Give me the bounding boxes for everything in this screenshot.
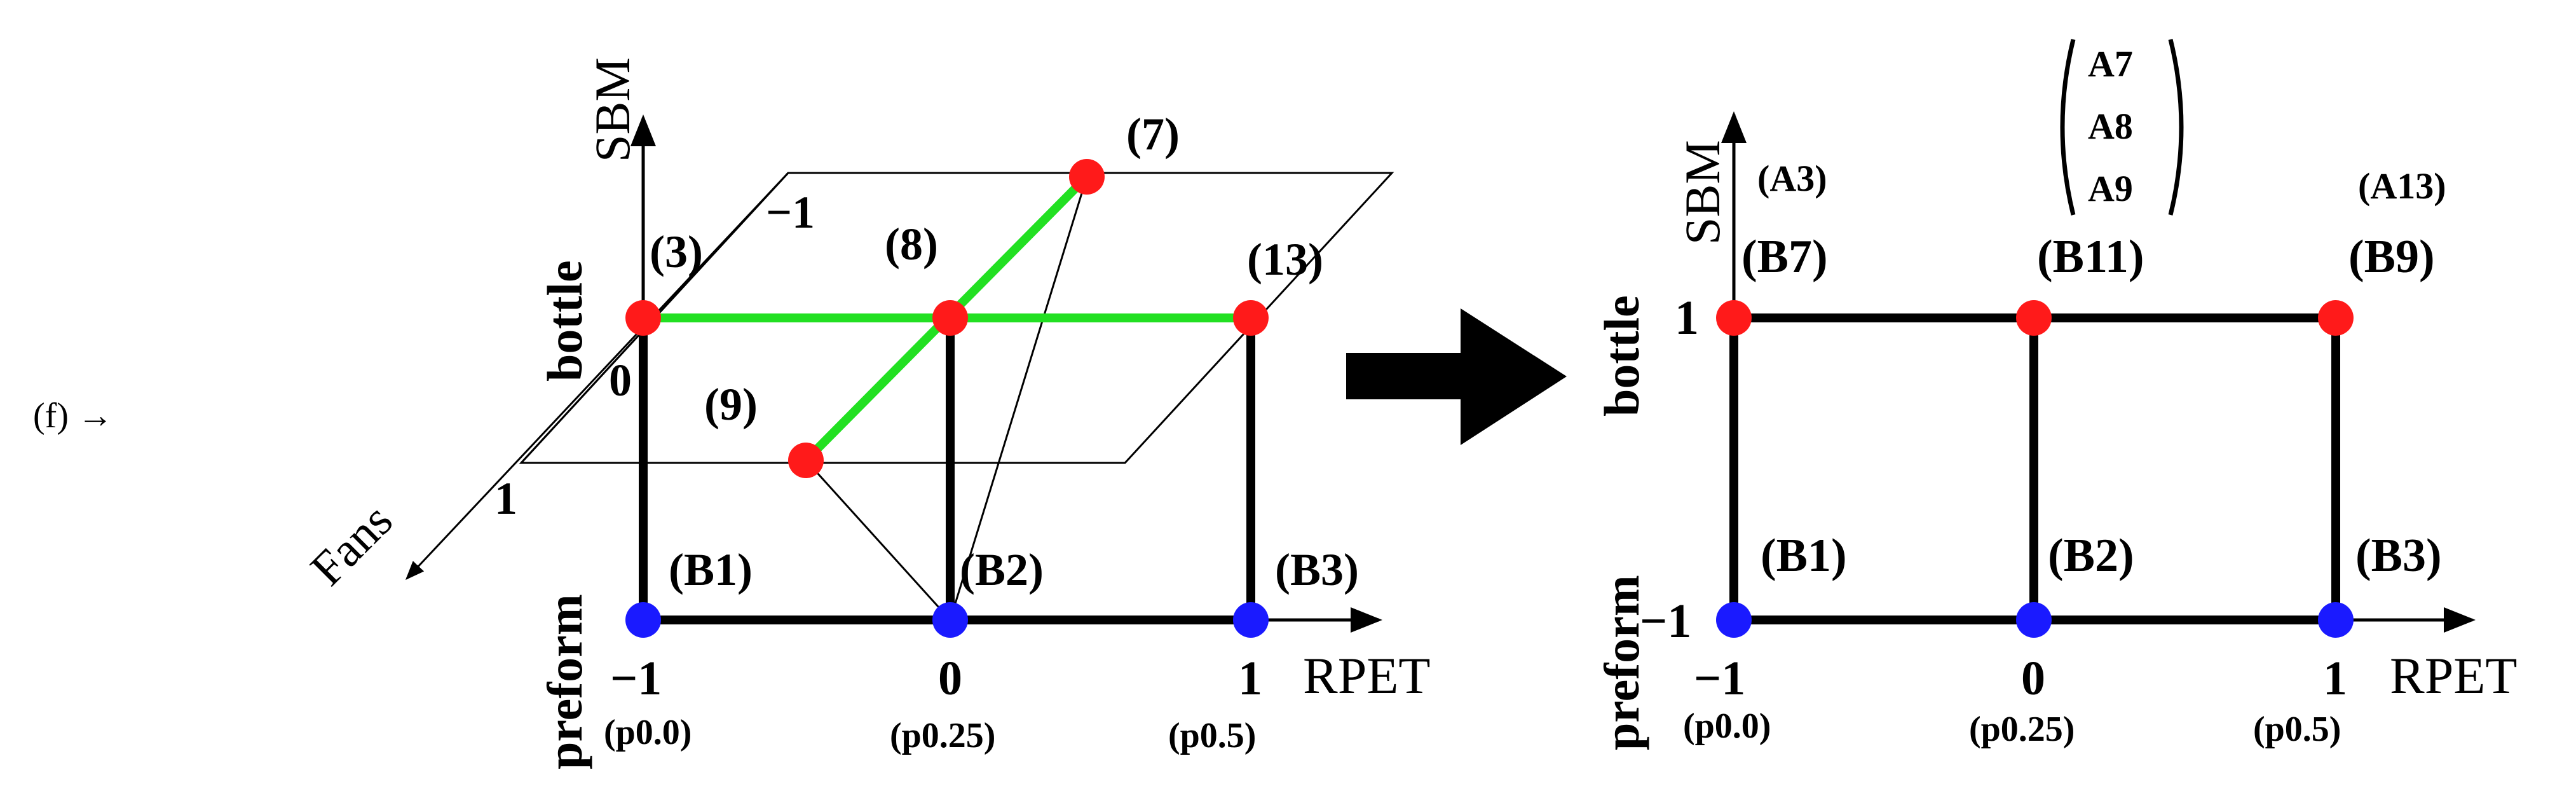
- point-7: [1069, 159, 1105, 195]
- r-x-tick-0: 0: [2021, 652, 2045, 705]
- rpet-label: RPET: [1303, 647, 1430, 705]
- point-b2: [932, 602, 968, 638]
- thin-line-b2-9: [805, 459, 951, 621]
- r-preform-label: preform: [1594, 575, 1649, 750]
- x-subtick-p025: (p0.25): [890, 716, 995, 755]
- matrix-a8: A8: [2088, 106, 2133, 147]
- fans-label: Fans: [301, 493, 403, 596]
- label-b3: (B3): [1275, 544, 1359, 595]
- r-point-b2: [2016, 602, 2052, 638]
- right-panel: SBM bottle preform RPET 1 −1 (A3) (A13) …: [1594, 39, 2517, 750]
- x-subtick-p05: (p0.5): [1168, 716, 1256, 755]
- r-label-b2: (B2): [2048, 530, 2134, 582]
- r-point-b9: [2318, 300, 2354, 336]
- matrix-paren-right: [2168, 39, 2184, 216]
- point-8: [932, 300, 968, 336]
- thin-line-b2-7: [949, 176, 1088, 621]
- r-sbm-label: SBM: [1675, 140, 1730, 245]
- matrix-a9: A9: [2088, 168, 2133, 209]
- r-label-b3: (B3): [2355, 530, 2442, 582]
- point-3: [625, 300, 661, 336]
- panel-caption: (f) →: [33, 396, 113, 436]
- r-y-tick-1: 1: [1675, 291, 1699, 345]
- r-x-tick-minus1: −1: [1694, 652, 1745, 705]
- label-3: (3): [650, 226, 703, 277]
- x-tick-minus1: −1: [610, 652, 662, 705]
- x-tick-1: 1: [1238, 652, 1262, 705]
- z-tick-1: 1: [494, 473, 517, 524]
- r-y-tick-minus1: −1: [1640, 595, 1691, 648]
- label-8: (8): [885, 219, 938, 270]
- z-tick-minus1: −1: [766, 187, 815, 238]
- r-point-b7: [1716, 300, 1752, 336]
- r-x-subtick-p05: (p0.5): [2253, 710, 2341, 749]
- point-b3: [1233, 602, 1269, 638]
- fans-axis: [405, 172, 789, 581]
- x-tick-0: 0: [938, 652, 962, 705]
- point-b1: [625, 602, 661, 638]
- x-subtick-p00: (p0.0): [604, 713, 692, 752]
- matrix-a7: A7: [2088, 43, 2133, 85]
- transform-arrow: [1346, 308, 1567, 445]
- point-13: [1233, 300, 1269, 336]
- label-13: (13): [1247, 234, 1323, 285]
- r-label-b7: (B7): [1741, 231, 1828, 283]
- r-bottle-label: bottle: [1594, 295, 1649, 416]
- r-x-subtick-p00: (p0.0): [1683, 706, 1771, 746]
- label-7: (7): [1126, 109, 1180, 160]
- preform-label: preform: [537, 594, 592, 769]
- matrix-paren-left: [2060, 39, 2076, 216]
- r-point-b1: [1716, 602, 1752, 638]
- r-label-a13: (A13): [2358, 165, 2446, 207]
- r-rpet-label: RPET: [2390, 647, 2517, 705]
- r-point-b11: [2016, 300, 2052, 336]
- z-tick-0: 0: [609, 355, 632, 406]
- r-point-b3: [2318, 602, 2354, 638]
- left-panel: SBM bottle preform Fans RPET −1 0 1 (3) …: [301, 57, 1431, 769]
- sbm-label: SBM: [585, 57, 640, 162]
- point-9: [788, 443, 824, 478]
- bottle-label: bottle: [537, 260, 592, 382]
- r-x-tick-1: 1: [2323, 652, 2347, 705]
- r-label-a3: (A3): [1757, 158, 1827, 199]
- label-b2: (B2): [960, 544, 1044, 595]
- r-x-subtick-p025: (p0.25): [1969, 710, 2075, 749]
- r-label-b11: (B11): [2037, 231, 2144, 283]
- label-b1: (B1): [669, 544, 753, 595]
- r-label-b1: (B1): [1761, 530, 1847, 582]
- r-label-b9: (B9): [2348, 231, 2435, 283]
- label-9: (9): [704, 379, 758, 430]
